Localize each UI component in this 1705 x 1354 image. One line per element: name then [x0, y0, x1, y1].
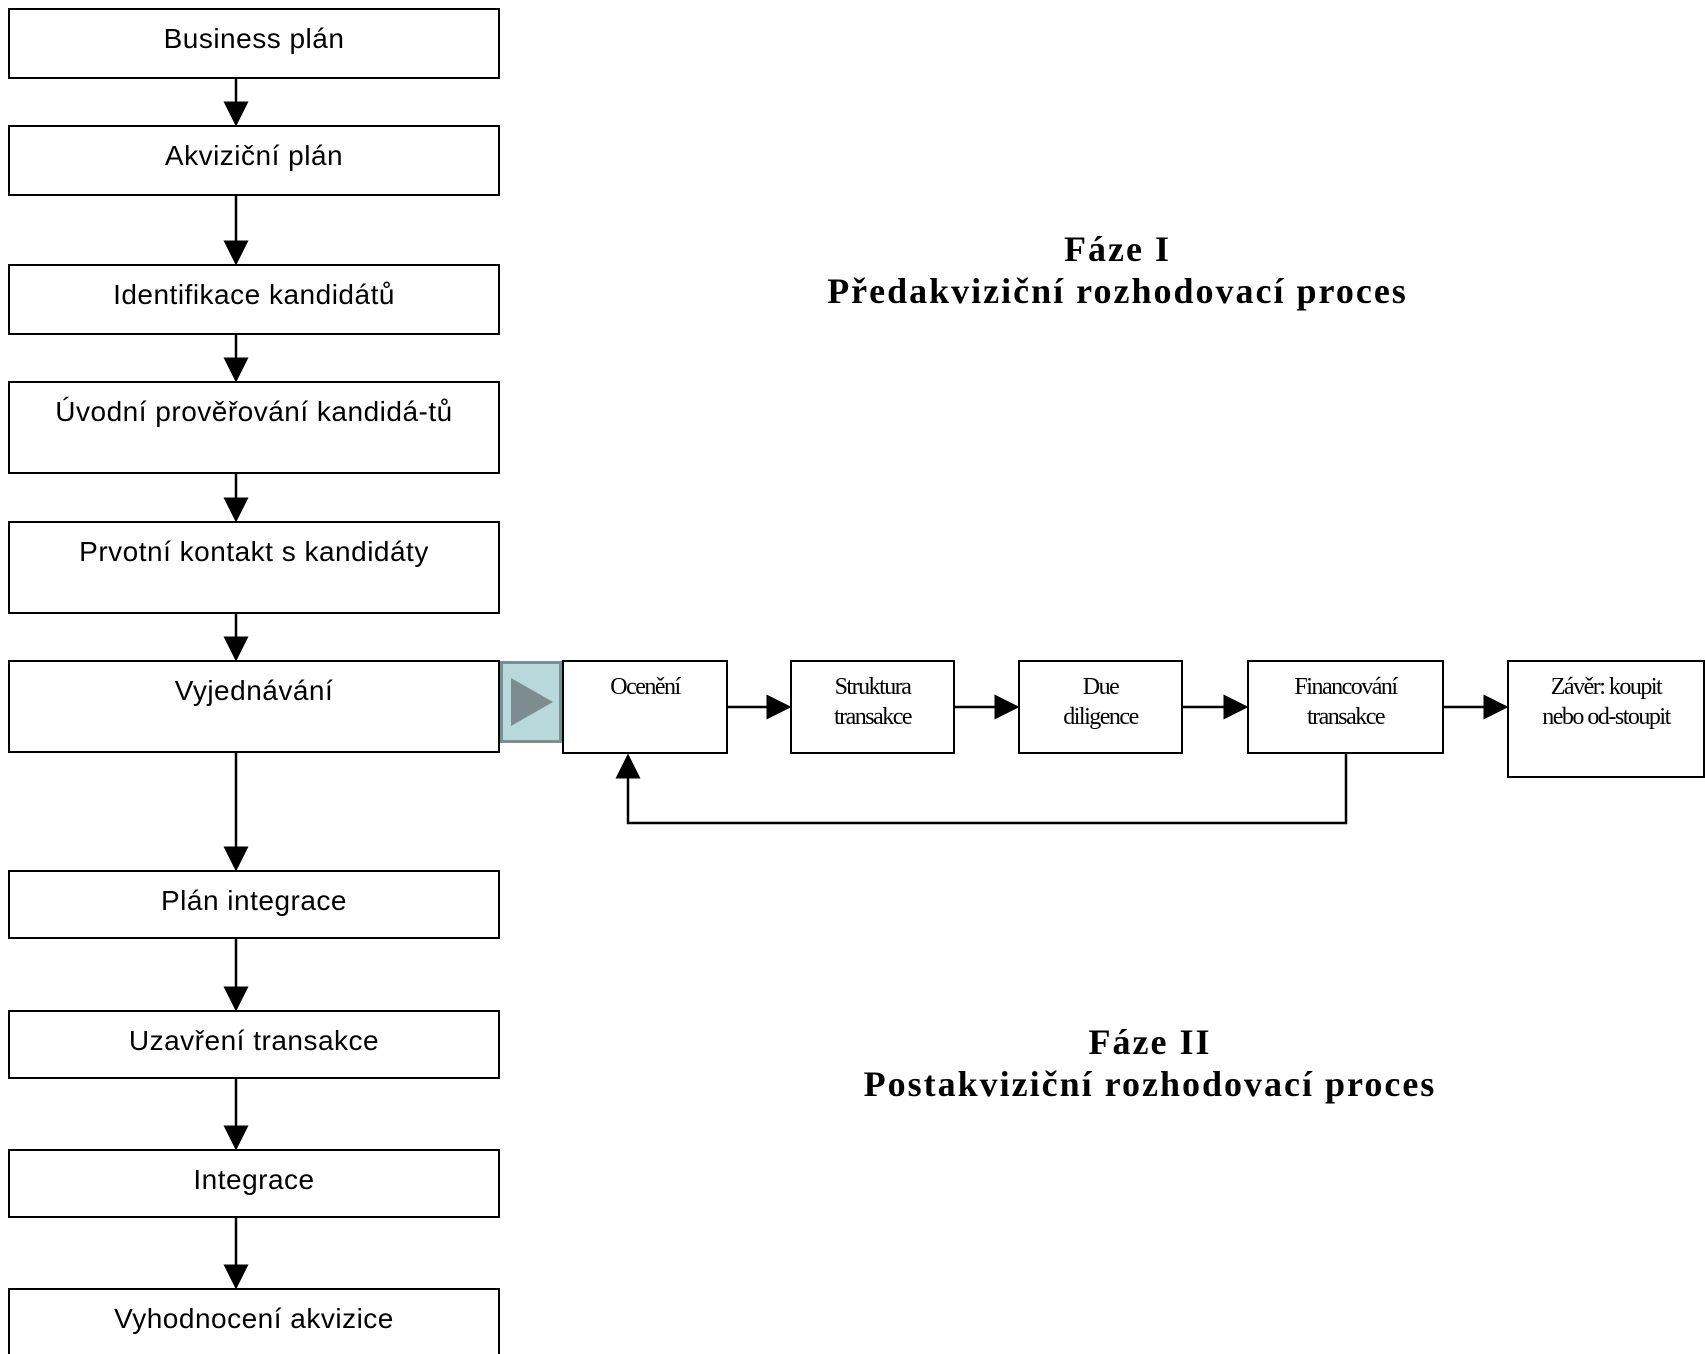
phase-1-subtitle: Předakviziční rozhodovací proces [827, 271, 1408, 311]
step-candidate-identification: Identifikace kandidátů [8, 264, 500, 335]
step-acquisition-evaluation: Vyhodnocení akvizice [8, 1288, 500, 1354]
substep-due-diligence: Due diligence [1018, 660, 1183, 754]
phase-2-label: Fáze II Postakviziční rozhodovací proces [730, 1021, 1570, 1105]
step-first-contact: Prvotní kontakt s kandidáty [8, 521, 500, 614]
substep-decision-buy-or-withdraw: Závěr: koupit nebo od-stoupit [1507, 660, 1705, 778]
step-integration-plan: Plán integrace [8, 870, 500, 939]
phase-2-subtitle: Postakviziční rozhodovací proces [863, 1064, 1437, 1104]
substep-transaction-structure: Struktura transakce [790, 660, 955, 754]
play-button[interactable] [500, 661, 562, 743]
phase-1-label: Fáze I Předakviziční rozhodovací proces [700, 228, 1535, 312]
substep-valuation: Ocenění [562, 660, 728, 754]
substep-transaction-financing: Financování transakce [1247, 660, 1444, 754]
step-business-plan: Business plán [8, 8, 500, 79]
feedback-loop-arrow [615, 753, 1348, 825]
play-triangle-icon [511, 678, 553, 726]
step-closing: Uzavření transakce [8, 1010, 500, 1079]
step-initial-screening: Úvodní prověřování kandidá-tů [8, 381, 500, 474]
step-integration: Integrace [8, 1149, 500, 1218]
phase-1-title: Fáze I [1064, 229, 1171, 269]
phase-2-title: Fáze II [1088, 1022, 1212, 1062]
step-negotiation: Vyjednávání [8, 660, 500, 753]
step-acquisition-plan: Akviziční plán [8, 125, 500, 196]
